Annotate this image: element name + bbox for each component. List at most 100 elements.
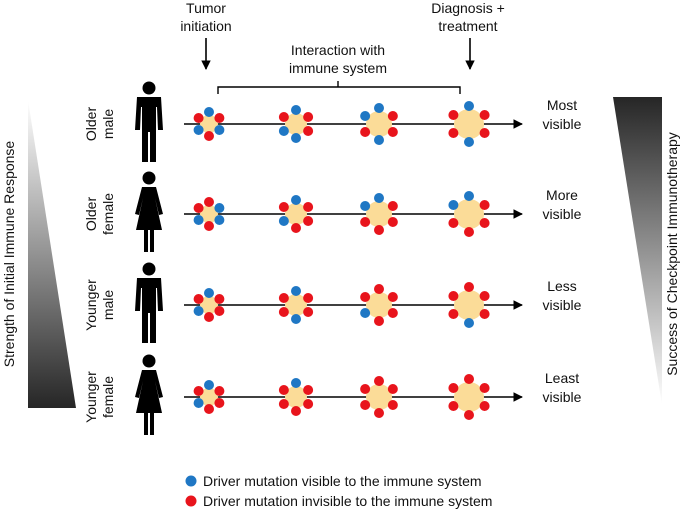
tumor-cell: [285, 203, 307, 225]
figure-head: [142, 81, 156, 95]
tumor-cell: [366, 201, 392, 227]
invisible-mutation-dot: [387, 111, 398, 121]
invisible-mutation-dot: [448, 128, 459, 138]
tumor-stage-1: [278, 378, 314, 416]
visible-mutation-dot: [360, 201, 371, 211]
invisible-mutation-dot: [387, 127, 398, 137]
tumor-stage-3: [448, 282, 490, 328]
invisible-mutation-dot: [464, 227, 474, 237]
row-0: Oldermale Most visible: [83, 81, 582, 162]
visible-mutation-dot: [291, 378, 301, 388]
group-label: Youngermale: [83, 279, 116, 331]
invisible-mutation-dot: [374, 316, 384, 326]
invisible-mutation-dot: [448, 309, 459, 319]
invisible-mutation-dot: [303, 307, 314, 317]
outcome-label-line: visible: [543, 206, 582, 222]
invisible-mutation-dot: [479, 401, 490, 411]
invisible-mutation-dot: [278, 307, 289, 317]
visible-mutation-dot: [464, 318, 474, 328]
tumor-initiation-line-2: initiation: [180, 18, 231, 34]
invisible-mutation-dot: [360, 400, 371, 410]
invisible-mutation-dot: [214, 113, 225, 123]
visible-mutation-dot: [204, 107, 214, 117]
row-1: Olderfemale More visible: [83, 171, 582, 252]
visible-mutation-dot: [360, 111, 371, 121]
invisible-mutation-dot: [278, 385, 289, 395]
tumor-stage-2: [360, 193, 398, 235]
group-label-line: female: [100, 193, 116, 235]
outcome-label-line: Less: [547, 278, 577, 294]
tumor-stage-1: [278, 286, 314, 324]
visible-mutation-dot: [291, 314, 301, 324]
tumor-stage-1: [278, 105, 314, 143]
male-figure-icon: [135, 81, 163, 162]
invisible-mutation-dot: [303, 216, 314, 226]
invisible-mutation-dot: [303, 112, 314, 122]
tumor-cell: [285, 386, 307, 408]
invisible-mutation-dot: [193, 294, 204, 304]
group-label-line: Older: [83, 197, 99, 232]
visible-mutation-dot: [214, 203, 225, 213]
visible-mutation-dot: [204, 380, 214, 390]
invisible-mutation-dot: [387, 400, 398, 410]
outcome-label-line: Least: [545, 370, 579, 386]
invisible-mutation-dot: [278, 293, 289, 303]
tumor-stage-3: [448, 101, 490, 147]
invisible-mutation-dot: [193, 113, 204, 123]
interaction-label: Interaction with immune system: [289, 42, 387, 76]
invisible-mutation-dot: [360, 127, 371, 137]
visible-mutation-dot: [291, 105, 301, 115]
tumor-cell: [200, 115, 218, 133]
outcome-label-line: More: [546, 187, 578, 203]
invisible-mutation-dot: [448, 218, 459, 228]
tumor-cell: [200, 296, 218, 314]
invisible-mutation-dot: [278, 202, 289, 212]
visible-mutation-dot: [448, 200, 459, 210]
visible-mutation-dot: [464, 137, 474, 147]
invisible-mutation-dot: [479, 383, 490, 393]
group-label-line: male: [100, 109, 116, 140]
invisible-mutation-dot: [387, 201, 398, 211]
outcome-label-line: Most: [547, 97, 577, 113]
figure-body: [135, 97, 163, 162]
tumor-stage-3: [448, 191, 490, 237]
invisible-mutation-dot: [204, 221, 214, 231]
invisible-mutation-dot: [448, 291, 459, 301]
invisible-mutation-dot: [193, 203, 204, 213]
visible-mutation-dot: [204, 288, 214, 298]
invisible-mutation-dot: [303, 385, 314, 395]
invisible-mutation-dot: [387, 292, 398, 302]
female-figure-icon: [135, 171, 163, 252]
visible-mutation-dot: [374, 193, 384, 203]
invisible-mutation-dot: [374, 376, 384, 386]
group-label-line: Older: [83, 107, 99, 142]
tumor-initiation-line-1: Tumor: [186, 0, 226, 16]
visible-mutation-dot: [291, 133, 301, 143]
invisible-mutation-dot: [464, 282, 474, 292]
invisible-mutation-dot: [448, 383, 459, 393]
invisible-mutation-dot: [204, 131, 214, 141]
legend-label: Driver mutation invisible to the immune …: [203, 493, 492, 509]
invisible-mutation-dot: [479, 291, 490, 301]
legend-label: Driver mutation visible to the immune sy…: [203, 473, 482, 489]
group-label: Youngerfemale: [83, 371, 116, 423]
visible-mutation-dot: [214, 215, 225, 225]
tumor-cell: [454, 382, 484, 412]
tumor-cell: [366, 111, 392, 137]
group-label: Oldermale: [83, 107, 116, 142]
group-label-line: female: [100, 376, 116, 418]
visible-mutation-dot: [193, 306, 204, 316]
tumor-stage-0: [193, 107, 225, 141]
tumor-stage-2: [360, 376, 398, 418]
figure-head: [142, 171, 156, 185]
invisible-mutation-dot: [291, 406, 301, 416]
outcome-label-line: visible: [543, 116, 582, 132]
visible-mutation-dot: [278, 126, 289, 136]
group-label-line: Younger: [83, 279, 99, 331]
interaction-line-1: Interaction with: [291, 42, 385, 58]
invisible-mutation-dot: [214, 306, 225, 316]
visible-mutation-dot: [193, 398, 204, 408]
